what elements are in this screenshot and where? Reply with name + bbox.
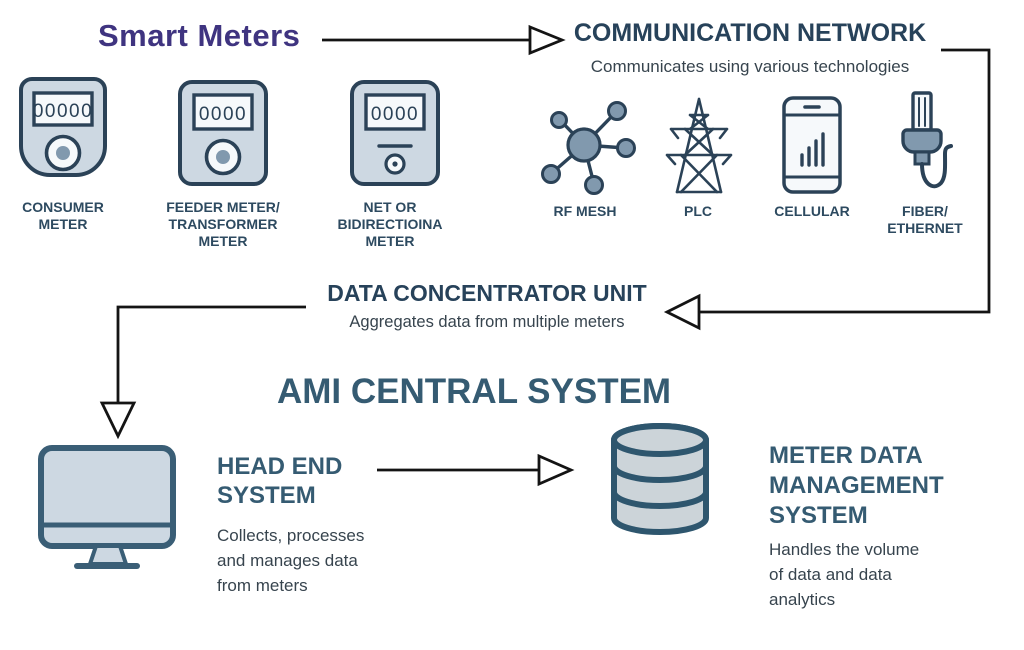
head-end-system-description: Collects, processes and manages data fro… [217,526,365,595]
arrow-communication-network-to-dcu [663,48,991,331]
consumer-meter-label: CONSUMER METER [22,199,104,232]
cellular-phone-icon [782,96,842,194]
bidirectional-meter-reading: 0000 [371,104,419,125]
dcu-title: DATA CONCENTRATOR UNIT [327,280,647,306]
arrow-dcu-to-head-end [99,305,306,440]
consumer-meter-icon: 00000 [19,77,107,177]
smart-meters-title: Smart Meters [98,18,301,53]
communication-network-title: COMMUNICATION NETWORK [573,19,927,47]
plc-label: PLC [684,203,712,219]
arrow-head-end-to-mdms [377,453,575,487]
rf-mesh-icon [541,101,636,195]
mdms-title: METER DATA MANAGEMENT SYSTEM [769,442,944,529]
plc-tower-icon [665,97,733,194]
database-icon [611,423,709,535]
feeder-meter-reading: 0000 [199,104,247,125]
desktop-monitor-icon [38,445,176,569]
mdms-description: Handles the volume of data and data anal… [769,540,920,609]
fiber-ethernet-label: FIBER/ ETHERNET [887,203,963,236]
fiber-ethernet-cable-icon [901,91,953,189]
feeder-transformer-meter-label: FEEDER METER/ TRANSFORMER METER [166,199,280,249]
arrow-smart-meters-to-communication-network [322,24,566,56]
head-end-system-title: HEAD END SYSTEM [217,453,343,509]
bidirectional-meter-icon: 0000 [350,80,440,186]
dcu-subtitle: Aggregates data from multiple meters [349,313,625,331]
rf-mesh-label: RF MESH [553,203,617,219]
bidirectional-meter-label: NET OR BIDIRECTIOINA METER [337,199,443,249]
ami-central-system-title: AMI CENTRAL SYSTEM [277,372,672,411]
feeder-transformer-meter-icon: 0000 [178,80,268,186]
communication-network-subtitle: Communicates using various technologies [590,57,910,76]
consumer-meter-reading: 00000 [33,101,93,122]
cellular-label: CELLULAR [774,203,850,219]
